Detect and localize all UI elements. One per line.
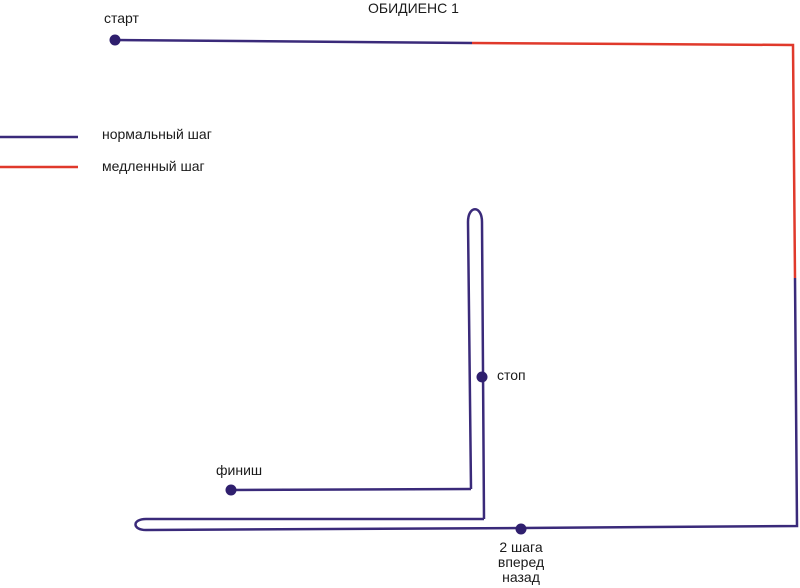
steps-label: 2 шага вперед назад bbox=[497, 539, 545, 585]
stop-label: стоп bbox=[497, 367, 526, 383]
diagram-title: ОБИДИЕНС 1 bbox=[368, 0, 459, 16]
steps-marker bbox=[515, 523, 527, 535]
route-segment-slow bbox=[471, 41, 797, 279]
start-label: старт bbox=[104, 10, 139, 26]
legend-slow-label: медленный шаг bbox=[102, 158, 205, 174]
stop-marker bbox=[476, 371, 488, 383]
route-segment-normal-2 bbox=[145, 277, 799, 532]
start-marker bbox=[109, 34, 121, 46]
route-segment-normal-1 bbox=[114, 38, 473, 45]
finish-marker bbox=[225, 484, 237, 496]
legend-normal-label: нормальный шаг bbox=[102, 126, 212, 142]
finish-label: финиш bbox=[216, 462, 263, 478]
route-segment-finish bbox=[230, 487, 472, 492]
route-hairpin-left bbox=[134, 517, 484, 532]
route-vertical-loop bbox=[466, 208, 486, 520]
